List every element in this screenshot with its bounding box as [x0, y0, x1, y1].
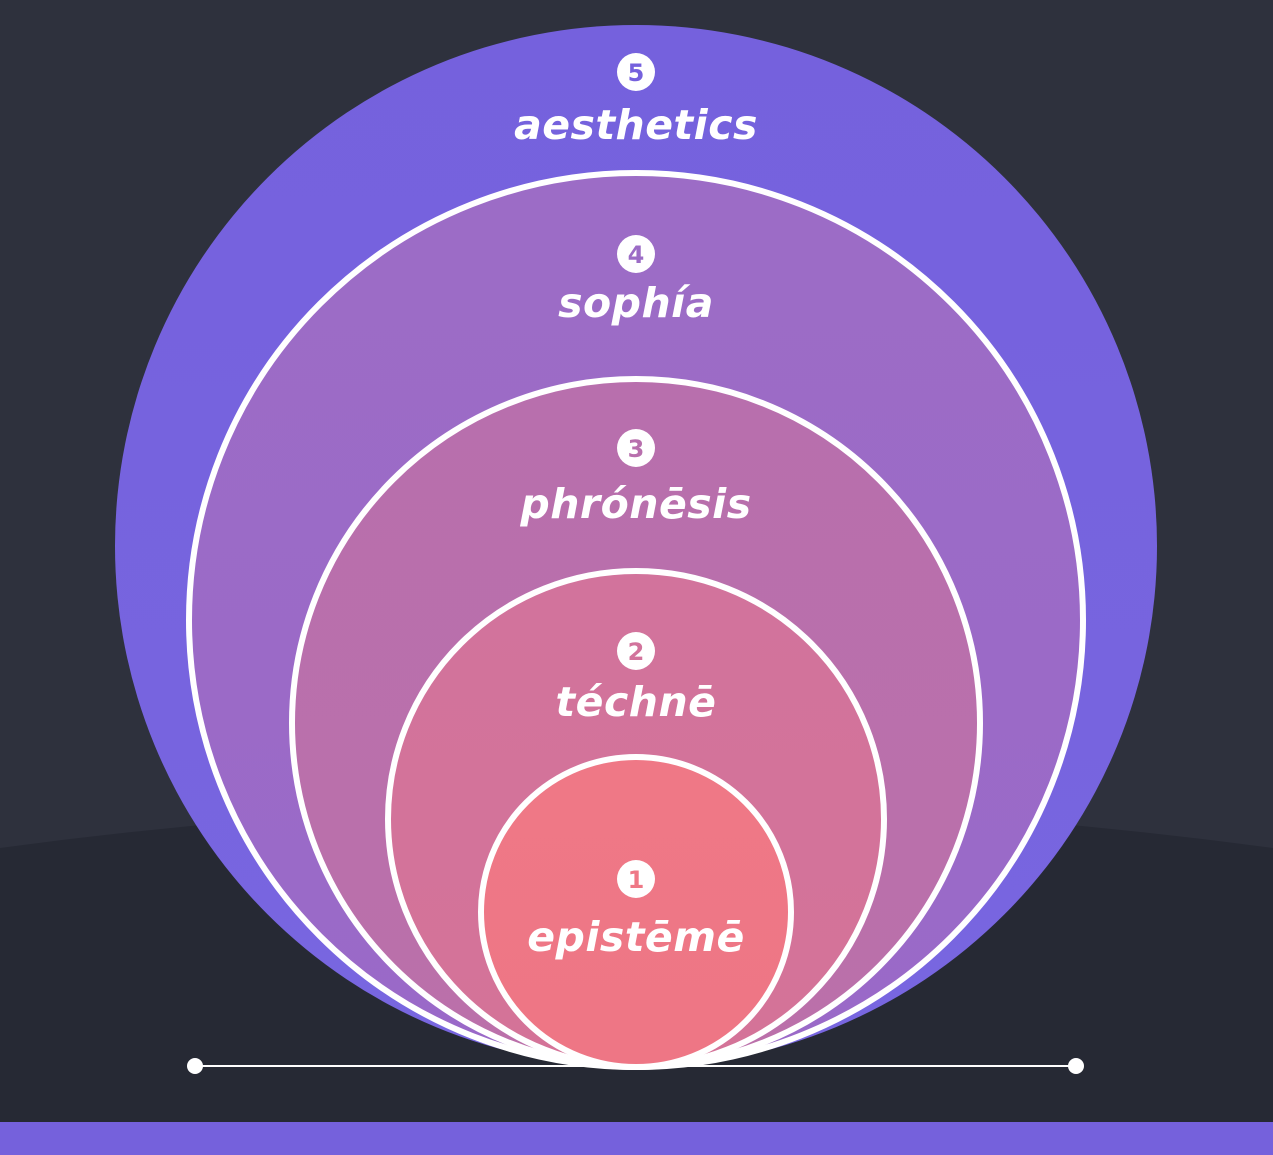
- level-5-number: 5: [628, 59, 645, 87]
- level-4-label: sophía: [558, 279, 714, 327]
- level-2-number-badge: [617, 632, 655, 670]
- bottom-band: [0, 1122, 1273, 1155]
- level-2-number: 2: [628, 638, 645, 666]
- level-5-heading: 5 aesthetics: [514, 53, 758, 149]
- level-1-number-badge: [617, 860, 655, 898]
- baseline-right-dot: [1068, 1058, 1084, 1074]
- circle-level-1: [478, 754, 794, 1070]
- level-5-number-badge: [617, 53, 655, 91]
- baseline: [187, 1058, 1084, 1074]
- level-3-number-badge: [617, 429, 655, 467]
- level-3-heading: 3 phrónēsis: [519, 429, 751, 528]
- level-4-heading: 4 sophía: [558, 235, 714, 327]
- level-3-number: 3: [628, 435, 645, 463]
- level-4-number-badge: [617, 235, 655, 273]
- level-5-label: aesthetics: [514, 101, 758, 149]
- level-1-label: epistēmē: [527, 913, 745, 961]
- baseline-left-dot: [187, 1058, 203, 1074]
- level-2-heading: 2 téchnē: [556, 632, 717, 726]
- level-1-heading: 1 epistēmē: [527, 860, 745, 961]
- level-1-number: 1: [628, 866, 645, 894]
- level-3-label: phrónēsis: [519, 480, 751, 528]
- level-2-label: téchnē: [556, 678, 717, 726]
- level-4-number: 4: [628, 241, 645, 269]
